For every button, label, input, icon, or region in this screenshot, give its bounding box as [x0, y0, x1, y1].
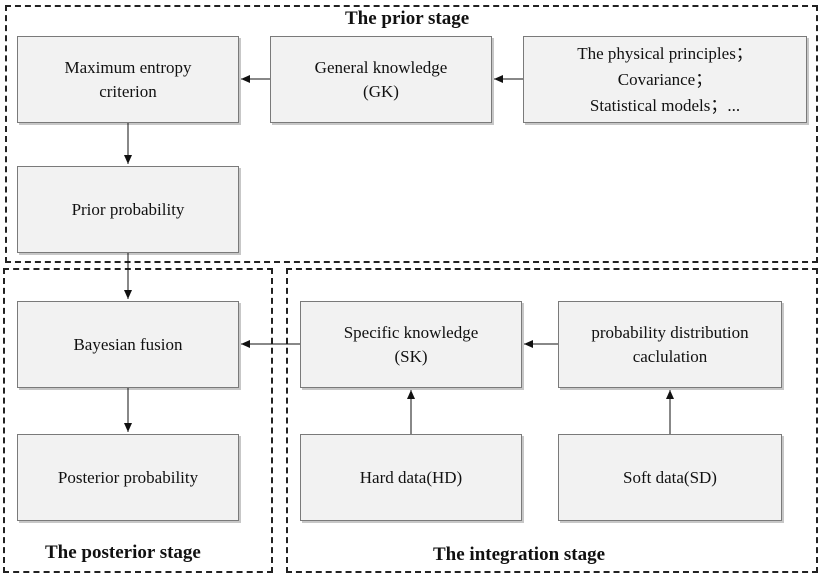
knowledge-sources-text: The physical principles； Covariance； Sta…	[577, 43, 753, 115]
prior-stage-region	[5, 5, 818, 263]
prior-probability-box: Prior probability	[17, 166, 239, 253]
general-knowledge-text: General knowledge (GK)	[314, 57, 448, 101]
specific-knowledge-box: Specific knowledge (SK)	[300, 301, 522, 388]
integration-stage-region	[286, 268, 818, 573]
specific-knowledge-text: Specific knowledge (SK)	[343, 322, 479, 366]
hard-data-text: Hard data(HD)	[359, 467, 463, 487]
bayesian-fusion-box: Bayesian fusion	[17, 301, 239, 388]
prob-dist-calc-box: probability distribution caclulation	[558, 301, 782, 388]
hard-data-box: Hard data(HD)	[300, 434, 522, 521]
prior-probability-text: Prior probability	[71, 199, 185, 219]
soft-data-box: Soft data(SD)	[558, 434, 782, 521]
posterior-probability-text: Posterior probability	[57, 467, 199, 487]
prob-dist-calc-text: probability distribution caclulation	[591, 322, 749, 366]
max-entropy-text: Maximum entropy criterion	[64, 57, 192, 101]
posterior-probability-box: Posterior probability	[17, 434, 239, 521]
posterior-stage-region	[3, 268, 273, 573]
knowledge-sources-box: The physical principles； Covariance； Sta…	[523, 36, 807, 123]
integration-stage-label: The integration stage	[433, 544, 606, 565]
soft-data-text: Soft data(SD)	[623, 467, 717, 487]
general-knowledge-box: General knowledge (GK)	[270, 36, 492, 123]
bayesian-fusion-text: Bayesian fusion	[73, 334, 183, 354]
max-entropy-box: Maximum entropy criterion	[17, 36, 239, 123]
posterior-stage-label: The posterior stage	[45, 542, 201, 563]
prior-stage-label: The prior stage	[345, 8, 470, 29]
